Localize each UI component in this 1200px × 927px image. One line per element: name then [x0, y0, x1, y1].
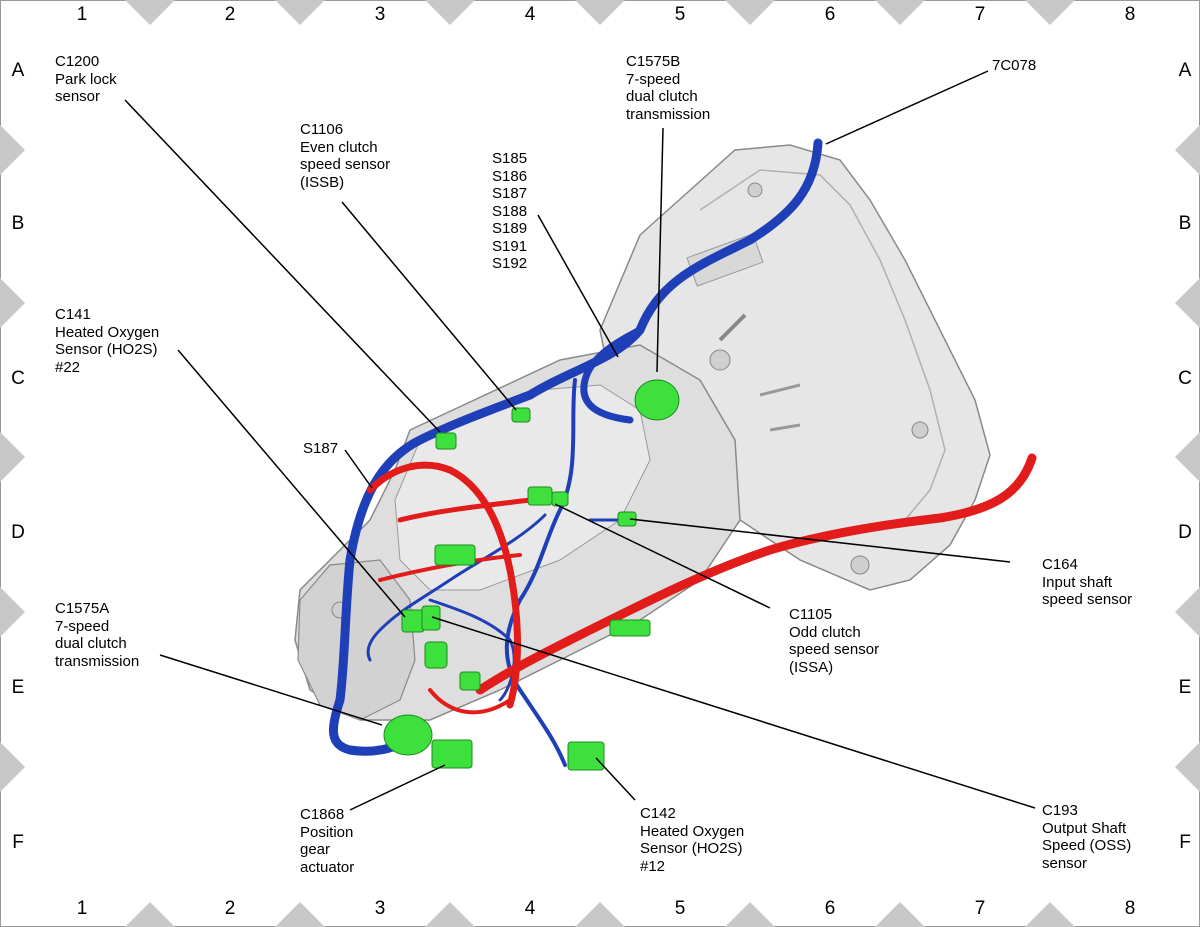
leader-s187	[344, 449, 373, 489]
connector-body	[424, 641, 448, 669]
grid-row-e: E	[11, 677, 25, 698]
leader-c164	[629, 518, 1011, 563]
grid-row-c: C	[11, 368, 25, 389]
leader-c1868	[349, 764, 446, 811]
leader-c1575a	[159, 654, 383, 726]
label-c193: C193 Output Shaft Speed (OSS) sensor	[1042, 802, 1132, 872]
leader-c1575b	[656, 127, 664, 373]
connector-s-splice	[551, 491, 569, 507]
grid-col-1: 1	[76, 4, 88, 25]
label-c164: C164 Input shaft speed sensor	[1042, 556, 1133, 608]
grid-col-4: 4	[524, 4, 536, 25]
grid-row-d: D	[11, 522, 25, 543]
grid-row-b-right: B	[1178, 213, 1192, 234]
grid-col-2: 2	[224, 4, 236, 25]
label-c1105: C1105 Odd clutch speed sensor (ISSA)	[789, 606, 880, 676]
grid-col-1-bottom: 1	[76, 898, 88, 919]
bottom-border-markers	[125, 902, 1075, 927]
label-splices: S185 S186 S187 S188 S189 S191 S192	[492, 150, 528, 272]
leader-lines	[124, 70, 1036, 811]
connector-c1575a	[383, 714, 433, 756]
connector-small	[459, 671, 481, 691]
grid-row-e-right: E	[1178, 677, 1192, 698]
grid-col-8: 8	[1124, 4, 1136, 25]
connector-c193	[421, 605, 441, 631]
label-7c078: 7C078	[992, 57, 1037, 74]
grid-col-7: 7	[974, 4, 986, 25]
grid-col-6: 6	[824, 4, 836, 25]
grid-col-3: 3	[374, 4, 386, 25]
label-c1106: C1106 Even clutch speed sensor (ISSB)	[300, 121, 391, 191]
grid-row-d-right: D	[1178, 522, 1192, 543]
right-border-markers	[1175, 125, 1200, 792]
connector-c141	[401, 609, 425, 633]
top-border-markers	[125, 0, 1075, 25]
label-c1868: C1868 Position gear actuator	[300, 806, 355, 876]
leader-c142	[595, 757, 636, 801]
connectors	[383, 379, 680, 771]
leader-splices	[537, 214, 619, 358]
connector-c142	[567, 741, 605, 771]
connector-c1868	[431, 739, 473, 769]
grid-col-5: 5	[674, 4, 686, 25]
left-border-markers	[0, 125, 25, 792]
label-c1575a: C1575A 7-speed dual clutch transmission	[55, 600, 140, 670]
grid-col-3-bottom: 3	[374, 898, 386, 919]
leader-c1200	[124, 99, 441, 433]
leader-c193	[431, 616, 1036, 809]
grid-row-f: F	[12, 832, 24, 853]
label-c1575b: C1575B 7-speed dual clutch transmission	[626, 53, 711, 123]
grid-col-7-bottom: 7	[974, 898, 986, 919]
grid-col-8-bottom: 8	[1124, 898, 1136, 919]
connector-rear	[609, 619, 651, 637]
leader-c1105	[554, 503, 771, 609]
grid-col-4-bottom: 4	[524, 898, 536, 919]
grid-row-f-right: F	[1179, 832, 1191, 853]
connector-c1200	[435, 432, 457, 450]
grid-row-c-right: C	[1178, 368, 1192, 389]
connector-c1105	[527, 486, 553, 506]
grid-col-6-bottom: 6	[824, 898, 836, 919]
label-c1200: C1200 Park lock sensor	[55, 53, 117, 105]
grid-row-a: A	[11, 60, 25, 81]
label-c142: C142 Heated Oxygen Sensor (HO2S) #12	[640, 805, 745, 875]
label-c141: C141 Heated Oxygen Sensor (HO2S) #22	[55, 306, 160, 376]
connector-inline	[434, 544, 476, 566]
connector-c1575b	[634, 379, 680, 421]
leader-7c078	[825, 70, 989, 145]
grid-col-5-bottom: 5	[674, 898, 686, 919]
leader-c1106	[341, 201, 517, 411]
grid-row-a-right: A	[1178, 60, 1192, 81]
leader-c141	[177, 349, 406, 618]
grid-row-b: B	[11, 213, 25, 234]
label-s187: S187	[303, 440, 339, 457]
red-harness	[366, 453, 1037, 715]
connector-c1106	[511, 407, 531, 423]
grid-col-2-bottom: 2	[224, 898, 236, 919]
